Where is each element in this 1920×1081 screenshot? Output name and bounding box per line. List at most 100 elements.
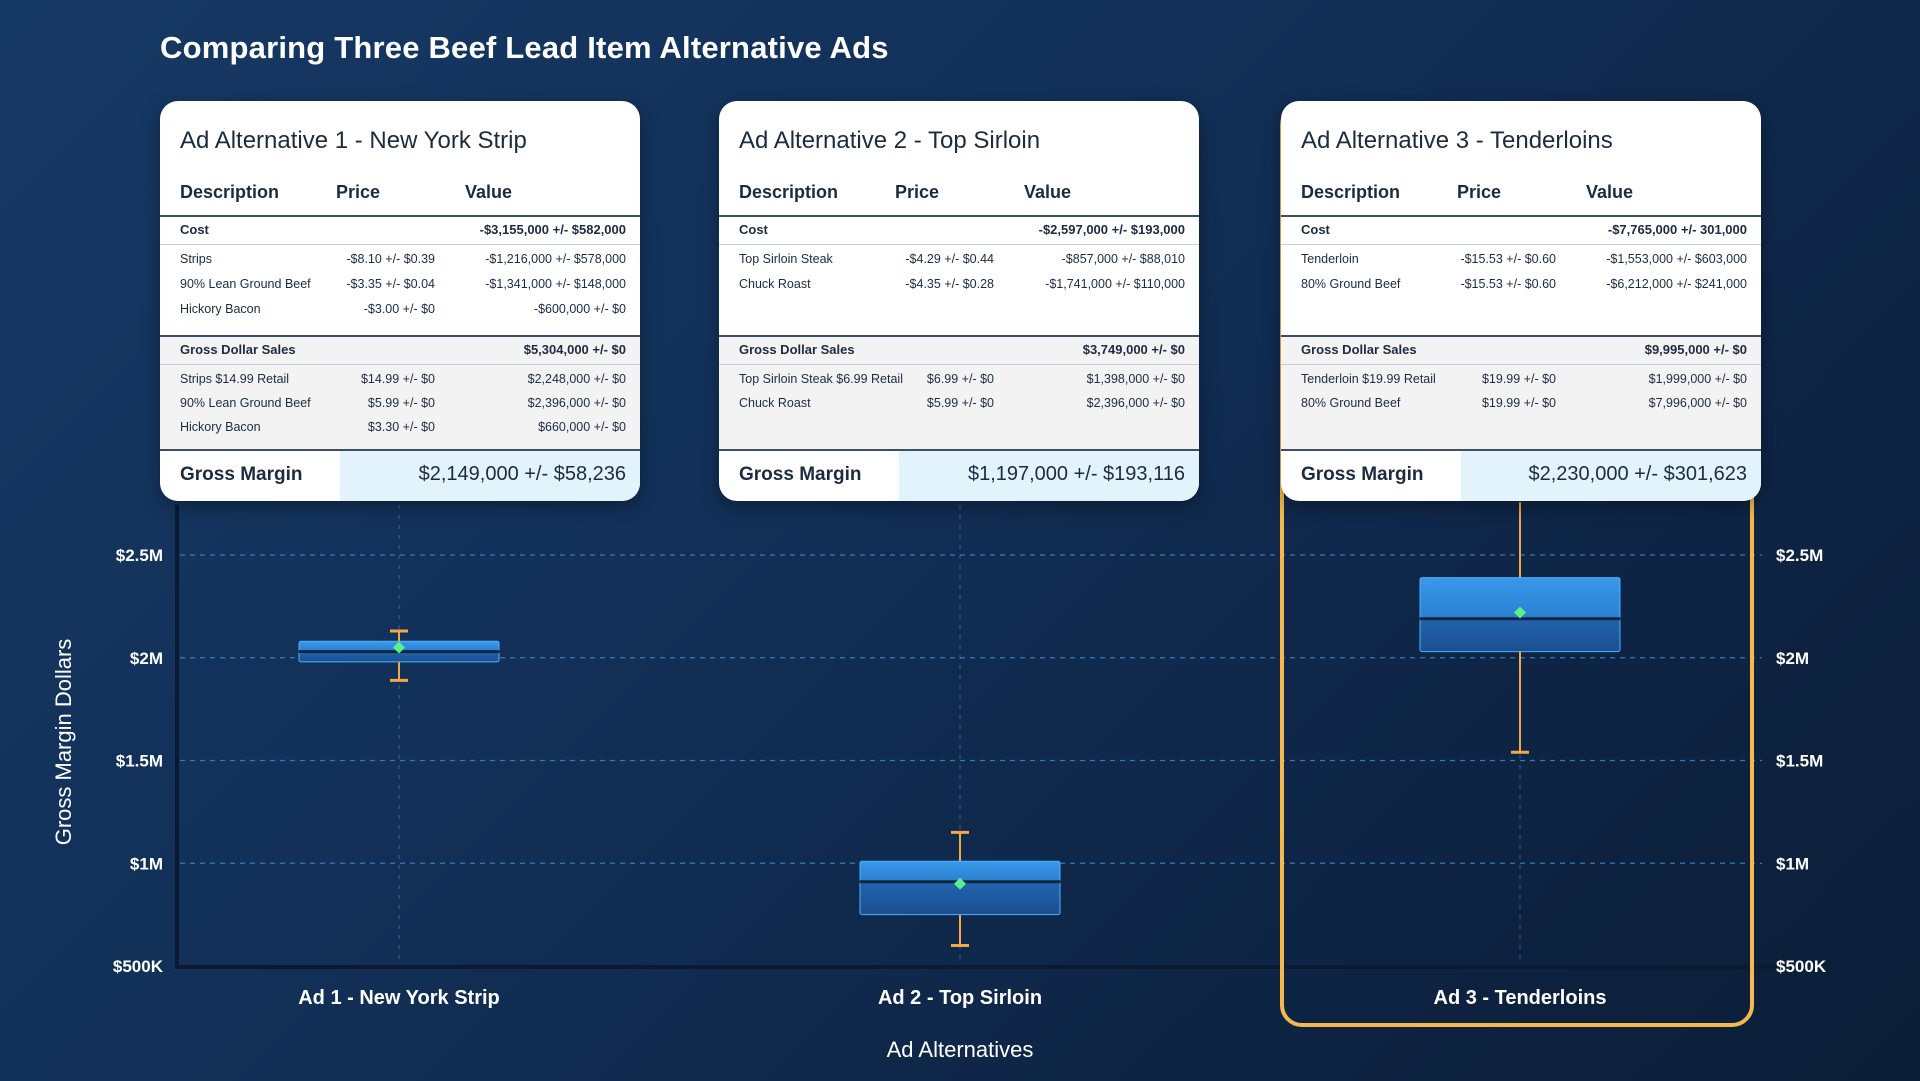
item-value: -$857,000 +/- $88,010 xyxy=(1061,252,1185,266)
y-tick-label-right: $2.5M xyxy=(1776,546,1823,565)
gross-margin-label: Gross Margin xyxy=(1301,464,1424,485)
cost-row: Cost -$3,155,000 +/- $582,000 xyxy=(160,217,640,243)
item-value: $7,996,000 +/- $0 xyxy=(1648,396,1747,410)
item-description: Tenderloin xyxy=(1301,252,1359,266)
header-price: Price xyxy=(1457,182,1502,202)
cost-row: Cost -$7,765,000 +/- 301,000 xyxy=(1281,217,1761,243)
sales-label: Gross Dollar Sales xyxy=(1301,342,1417,357)
item-description: Strips $14.99 Retail xyxy=(180,372,290,386)
gross-margin-value-box: $2,149,000 +/- $58,236 xyxy=(340,451,640,501)
item-value: -$1,553,000 +/- $603,000 xyxy=(1606,252,1747,266)
item-description: Top Sirloin Steak xyxy=(739,252,833,266)
sales-item-row: Hickory Bacon $3.30 +/- $0 $660,000 +/- $0 xyxy=(160,418,640,438)
y-tick-label-right: $2M xyxy=(1776,649,1809,668)
header-value: Value xyxy=(465,182,513,202)
cost-total: -$3,155,000 +/- $582,000 xyxy=(479,222,626,237)
item-price: $19.99 +/- $0 xyxy=(1481,396,1556,410)
item-description: Tenderloin $19.99 Retail xyxy=(1301,372,1436,386)
item-value: $1,398,000 +/- $0 xyxy=(1086,372,1185,386)
item-price: -$15.53 +/- $0.60 xyxy=(1460,277,1556,291)
gross-margin-value-box: $1,197,000 +/- $193,116 xyxy=(899,451,1199,501)
header-divider xyxy=(160,215,640,217)
gross-margin-value: $2,230,000 +/- $301,623 xyxy=(1528,463,1747,485)
mean-marker xyxy=(393,641,405,654)
cost-label: Cost xyxy=(739,222,768,237)
cost-total: -$2,597,000 +/- $193,000 xyxy=(1038,222,1185,237)
item-value: -$600,000 +/- $0 xyxy=(533,302,626,316)
y-tick-label-right: $500K xyxy=(1776,957,1827,976)
sales-total: $9,995,000 +/- $0 xyxy=(1644,342,1747,357)
sales-row: Gross Dollar Sales$3,749,000 +/- $0 xyxy=(719,337,1199,363)
section-divider xyxy=(719,335,1199,337)
box-lower-quartile xyxy=(1419,618,1621,653)
cost-row: Cost -$2,597,000 +/- $193,000 xyxy=(719,217,1199,243)
cost-divider xyxy=(160,244,640,245)
item-price: -$4.29 +/- $0.44 xyxy=(905,252,994,266)
sales-section-background xyxy=(719,337,1199,449)
sales-total: $5,304,000 +/- $0 xyxy=(523,342,626,357)
cost-label: Cost xyxy=(1301,222,1330,237)
y-tick-label-right: $1M xyxy=(1776,854,1809,873)
item-description: Chuck Roast xyxy=(739,277,811,291)
gross-margin-value: $1,197,000 +/- $193,116 xyxy=(967,463,1185,485)
sales-item-row: Tenderloin $19.99 Retail $19.99 +/- $0 $1,… xyxy=(1281,370,1761,390)
item-description: Hickory Bacon xyxy=(180,302,261,316)
item-price: $6.99 +/- $0 xyxy=(926,372,994,386)
item-value: -$6,212,000 +/- $241,000 xyxy=(1606,277,1747,291)
card-title: Ad Alternative 1 - New York Strip xyxy=(180,127,527,154)
item-value: $660,000 +/- $0 xyxy=(538,420,626,434)
header-description: Description xyxy=(1301,182,1401,202)
item-value: -$1,741,000 +/- $110,000 xyxy=(1045,277,1185,291)
header-description: Description xyxy=(180,182,280,202)
header-price: Price xyxy=(895,182,940,202)
gross-margin-label: Gross Margin xyxy=(739,464,862,485)
cost-item-row: Strips-$8.10 +/- $0.39-$1,216,000 +/- $5… xyxy=(160,250,640,270)
sales-label: Gross Dollar Sales xyxy=(180,342,296,357)
item-value: -$1,341,000 +/- $148,000 xyxy=(485,277,626,291)
item-value: -$1,216,000 +/- $578,000 xyxy=(485,252,626,266)
sales-row: Gross Dollar Sales $5,304,000 +/- $0 xyxy=(160,337,640,363)
header-price: Price xyxy=(336,182,381,202)
cost-item-row: Top Sirloin Steak -$4.29 +/- $0.44 -$857,0… xyxy=(719,250,1199,270)
item-price: $3.30 +/- $0 xyxy=(367,420,435,434)
item-description: 80% Ground Beef xyxy=(1301,277,1401,291)
section-divider xyxy=(1281,335,1761,337)
item-description: 90% Lean Ground Beef xyxy=(180,396,311,410)
section-divider xyxy=(160,335,640,337)
cost-label: Cost xyxy=(180,222,209,237)
header-divider xyxy=(1281,215,1761,217)
y-tick-label-left: $1.5M xyxy=(116,752,163,771)
item-description: Hickory Bacon xyxy=(180,420,261,434)
item-price: $19.99 +/- $0 xyxy=(1481,372,1556,386)
x-axis-title: Ad Alternatives xyxy=(887,1037,1034,1062)
y-tick-label-right: $1.5M xyxy=(1776,752,1823,771)
y-tick-label-left: $1M xyxy=(130,854,163,873)
gross-margin-bar: Gross Margin $1,197,000 +/- $193,116 xyxy=(719,449,1199,501)
header-value: Value xyxy=(1024,182,1072,202)
item-price: -$3.35 +/- $0.04 xyxy=(346,277,435,291)
gross-margin-value-box: $2,230,000 +/- $301,623 xyxy=(1461,451,1761,501)
header-description: Description xyxy=(739,182,839,202)
item-value: $2,248,000 +/- $0 xyxy=(527,372,626,386)
sales-divider xyxy=(160,364,640,365)
y-axis-title: Gross Margin Dollars xyxy=(51,639,76,846)
item-value: $1,999,000 +/- $0 xyxy=(1648,372,1747,386)
y-tick-label-left: $2M xyxy=(130,649,163,668)
gross-margin-value: $2,149,000 +/- $58,236 xyxy=(418,463,626,485)
x-category-label: Ad 3 - Tenderloins xyxy=(1434,987,1607,1009)
sales-divider xyxy=(719,364,1199,365)
cost-total: -$7,765,000 +/- 301,000 xyxy=(1607,222,1747,237)
y-tick-label-left: $500K xyxy=(113,957,164,976)
item-description: 90% Lean Ground Beef xyxy=(180,277,311,291)
sales-item-row: 90% Lean Ground Beef$5.99 +/- $0$2,396,0… xyxy=(160,394,640,414)
gross-margin-label: Gross Margin xyxy=(180,464,303,485)
item-price: $5.99 +/- $0 xyxy=(926,396,994,410)
sales-label: Gross Dollar Sales xyxy=(739,342,855,357)
cost-item-row: 90% Lean Ground Beef -$3.35 +/- $0.04 -$1,… xyxy=(160,275,640,295)
cost-item-row: Tenderloin-$15.53 +/- $0.60-$1,553,000 +… xyxy=(1281,250,1761,270)
sales-item-row: 80% Ground Beef$19.99 +/- $0$7,996,000 +… xyxy=(1281,394,1761,414)
item-value: $2,396,000 +/- $0 xyxy=(527,396,626,410)
